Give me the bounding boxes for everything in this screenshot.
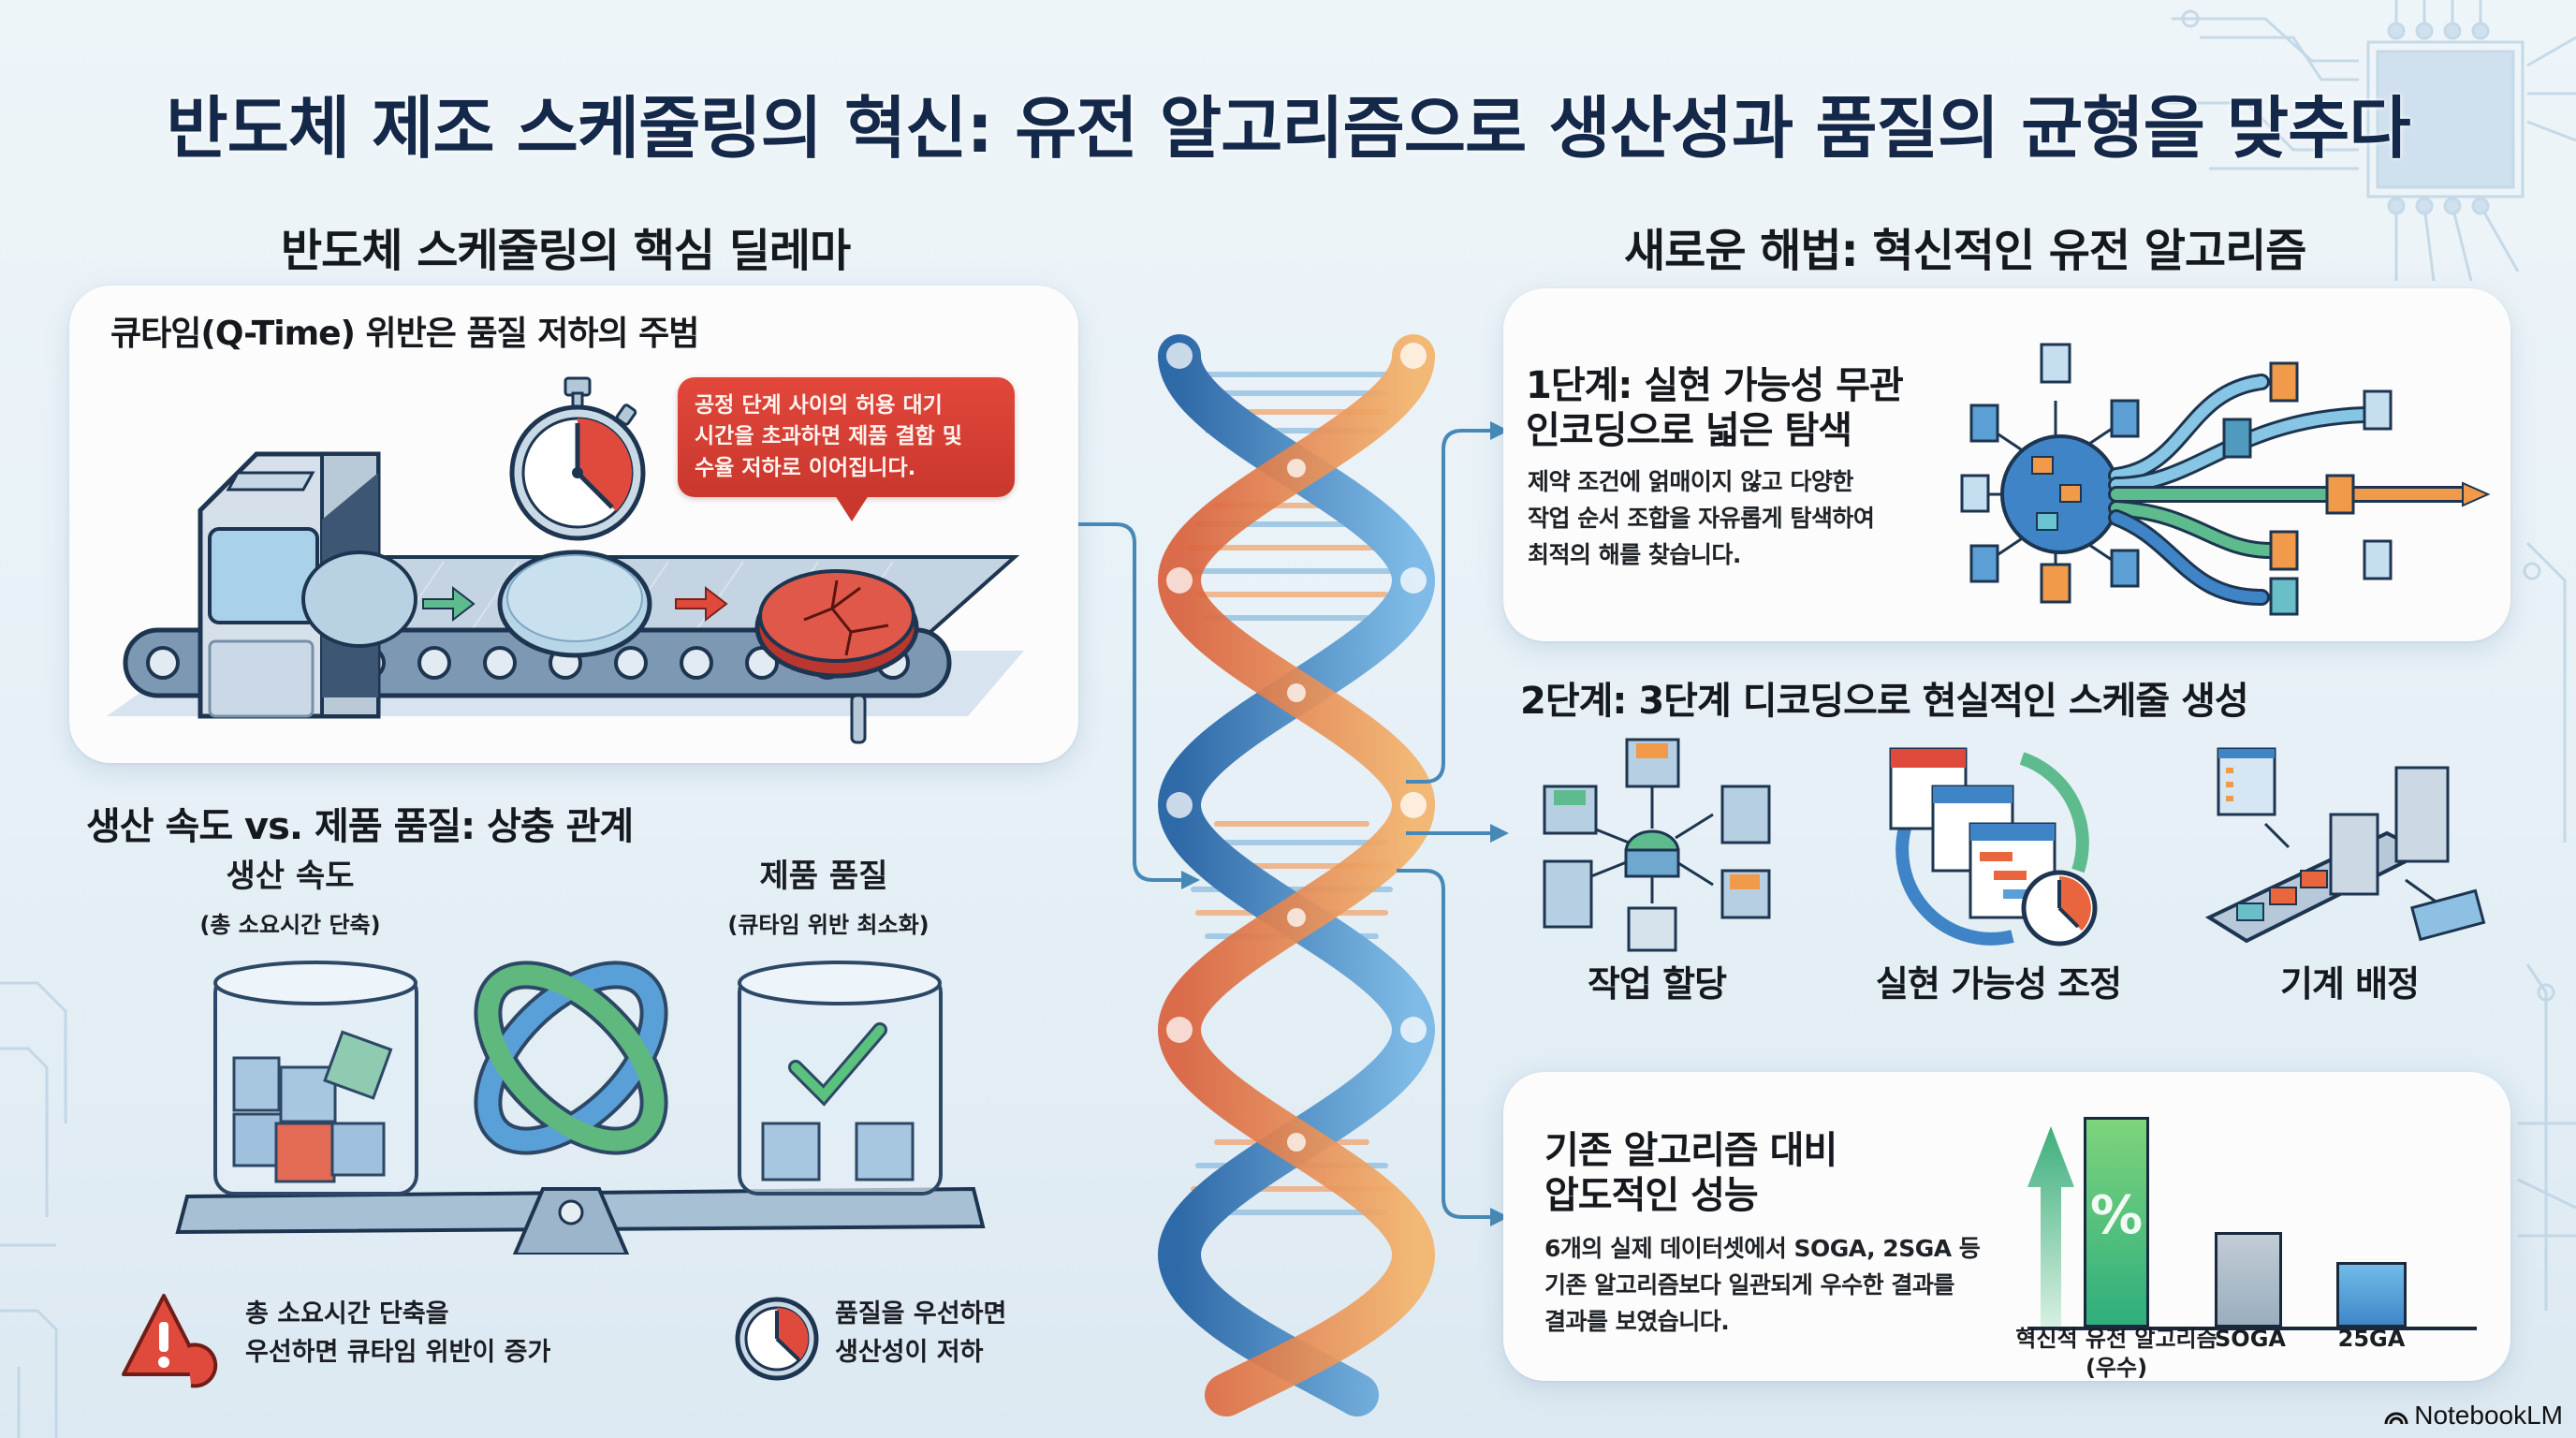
main-title: 반도체 제조 스케줄링의 혁신: 유전 알고리즘으로 생산성과 품질의 균형을 … (166, 89, 2410, 168)
step1-title-line-1: 1단계: 실현 가능성 무관 (1526, 364, 1904, 407)
stopwatch-icon (509, 376, 646, 541)
left-section-title: 반도체 스케줄링의 핵심 딜레마 (281, 225, 851, 277)
step2-title: 2단계: 3단계 디코딩으로 현실적인 스케줄 생성 (1520, 680, 2249, 723)
warning-right-line-1: 품질을 우선하면 (835, 1299, 1007, 1328)
step2-item-feasibility-adjustment: 실현 가능성 조정 (1875, 963, 2122, 1005)
notebooklm-logo-text: NotebookLM (2414, 1401, 2563, 1430)
notebooklm-logo: NotebookLM (2384, 1401, 2563, 1431)
qtime-warning-bubble: 공정 단계 사이의 허용 대기 시간을 초과하면 제품 결함 및 수율 저하로 … (678, 377, 1015, 521)
step1-body-line-2: 작업 순서 조합을 자유롭게 탐색하여 (1528, 504, 1875, 532)
warning-triangle-icon (122, 1294, 218, 1388)
qtime-card-title: 큐타임(Q-Time) 위반은 품질 저하의 주범 (110, 315, 699, 353)
balance-scale-icon (175, 961, 986, 1255)
bar-label-genetic-algorithm: 혁신적 유전 알고리즘 (우수) (2015, 1326, 2217, 1382)
encoding-search-network-icon (1960, 343, 2491, 616)
step2-item-machine-assignment: 기계 배정 (2279, 963, 2420, 1005)
bar-25ga (2336, 1262, 2407, 1328)
performance-body-line-2: 기존 알고리즘보다 일관되게 우수한 결과를 (1544, 1270, 1954, 1299)
step1-title: 1단계: 실현 가능성 무관 인코딩으로 넓은 탐색 (1526, 363, 1904, 453)
cracked-wafer-icon (754, 569, 919, 679)
warning-left-line-1: 총 소요시간 단축을 (245, 1299, 449, 1328)
step1-body-line-1: 제약 조건에 얽매이지 않고 다양한 (1528, 468, 1853, 495)
chart-baseline (2027, 1327, 2477, 1330)
notebooklm-logo-icon (2384, 1412, 2408, 1425)
step1-body-line-3: 최적의 해를 찾습니다. (1528, 540, 1741, 568)
calendar-cycle-icon (1889, 747, 2098, 946)
percent-symbol: % (2089, 1185, 2144, 1246)
bubble-line-3: 수율 저하로 이어집니다. (695, 455, 916, 480)
performance-body-line-1: 6개의 실제 데이터셋에서 SOGA, 2SGA 등 (1544, 1235, 1981, 1262)
step2-item-job-assignment: 작업 할당 (1587, 963, 1727, 1005)
performance-card: 기존 알고리즘 대비 압도적인 성능 6개의 실제 데이터셋에서 SOGA, 2… (1503, 1072, 2510, 1381)
performance-title: 기존 알고리즘 대비 압도적인 성능 (1544, 1128, 1837, 1218)
performance-title-line-1: 기존 알고리즘 대비 (1544, 1129, 1837, 1172)
performance-body: 6개의 실제 데이터셋에서 SOGA, 2SGA 등 기존 알고리즘보다 일관되… (1544, 1231, 1981, 1340)
warning-left-line-2: 우선하면 큐타임 위반이 증가 (245, 1337, 551, 1367)
dna-helix-icon (1157, 334, 1436, 1416)
right-section-title: 새로운 해법: 혁신적인 유전 알고리즘 (1624, 225, 2306, 277)
step1-body: 제약 조건에 얽매이지 않고 다양한 작업 순서 조합을 자유롭게 탐색하여 최… (1528, 464, 1875, 573)
machine-assignment-icon (2204, 747, 2486, 944)
bubble-line-2: 시간을 초과하면 제품 결함 및 (695, 424, 962, 449)
clock-icon (735, 1297, 819, 1381)
quality-label: 제품 품질 (759, 858, 888, 895)
bar-label-soga: SOGA (2215, 1326, 2286, 1352)
speed-sublabel: (총 소요시간 단축) (199, 912, 381, 938)
warning-left-text: 총 소요시간 단축을 우선하면 큐타임 위반이 증가 (245, 1296, 550, 1372)
warning-right-text: 품질을 우선하면 생산성이 저하 (835, 1296, 1006, 1372)
performance-title-line-2: 압도적인 성능 (1544, 1174, 1759, 1217)
step1-title-line-2: 인코딩으로 넓은 탐색 (1526, 409, 1852, 452)
bar-genetic-algorithm: % (2084, 1117, 2149, 1328)
quality-sublabel: (큐타임 위반 최소화) (727, 912, 929, 938)
performance-body-line-3: 결과를 보였습니다. (1544, 1307, 1730, 1335)
job-assignment-icon (1543, 738, 1771, 952)
connector-arrows (1078, 421, 1509, 1226)
warning-right-line-2: 생산성이 저하 (835, 1337, 984, 1367)
step1-card: 1단계: 실현 가능성 무관 인코딩으로 넓은 탐색 제약 조건에 얽매이지 않… (1503, 288, 2510, 641)
tradeoff-title: 생산 속도 vs. 제품 품질: 상충 관계 (86, 805, 634, 848)
qtime-card: 큐타임(Q-Time) 위반은 품질 저하의 주범 (69, 286, 1078, 763)
speed-label: 생산 속도 (226, 858, 355, 895)
bar-soga (2215, 1232, 2282, 1328)
performance-bar-chart: % (2027, 1108, 2477, 1330)
up-arrow-icon (2027, 1126, 2074, 1328)
bar-label-25ga: 25GA (2337, 1326, 2406, 1352)
bubble-line-1: 공정 단계 사이의 허용 대기 (695, 393, 943, 418)
